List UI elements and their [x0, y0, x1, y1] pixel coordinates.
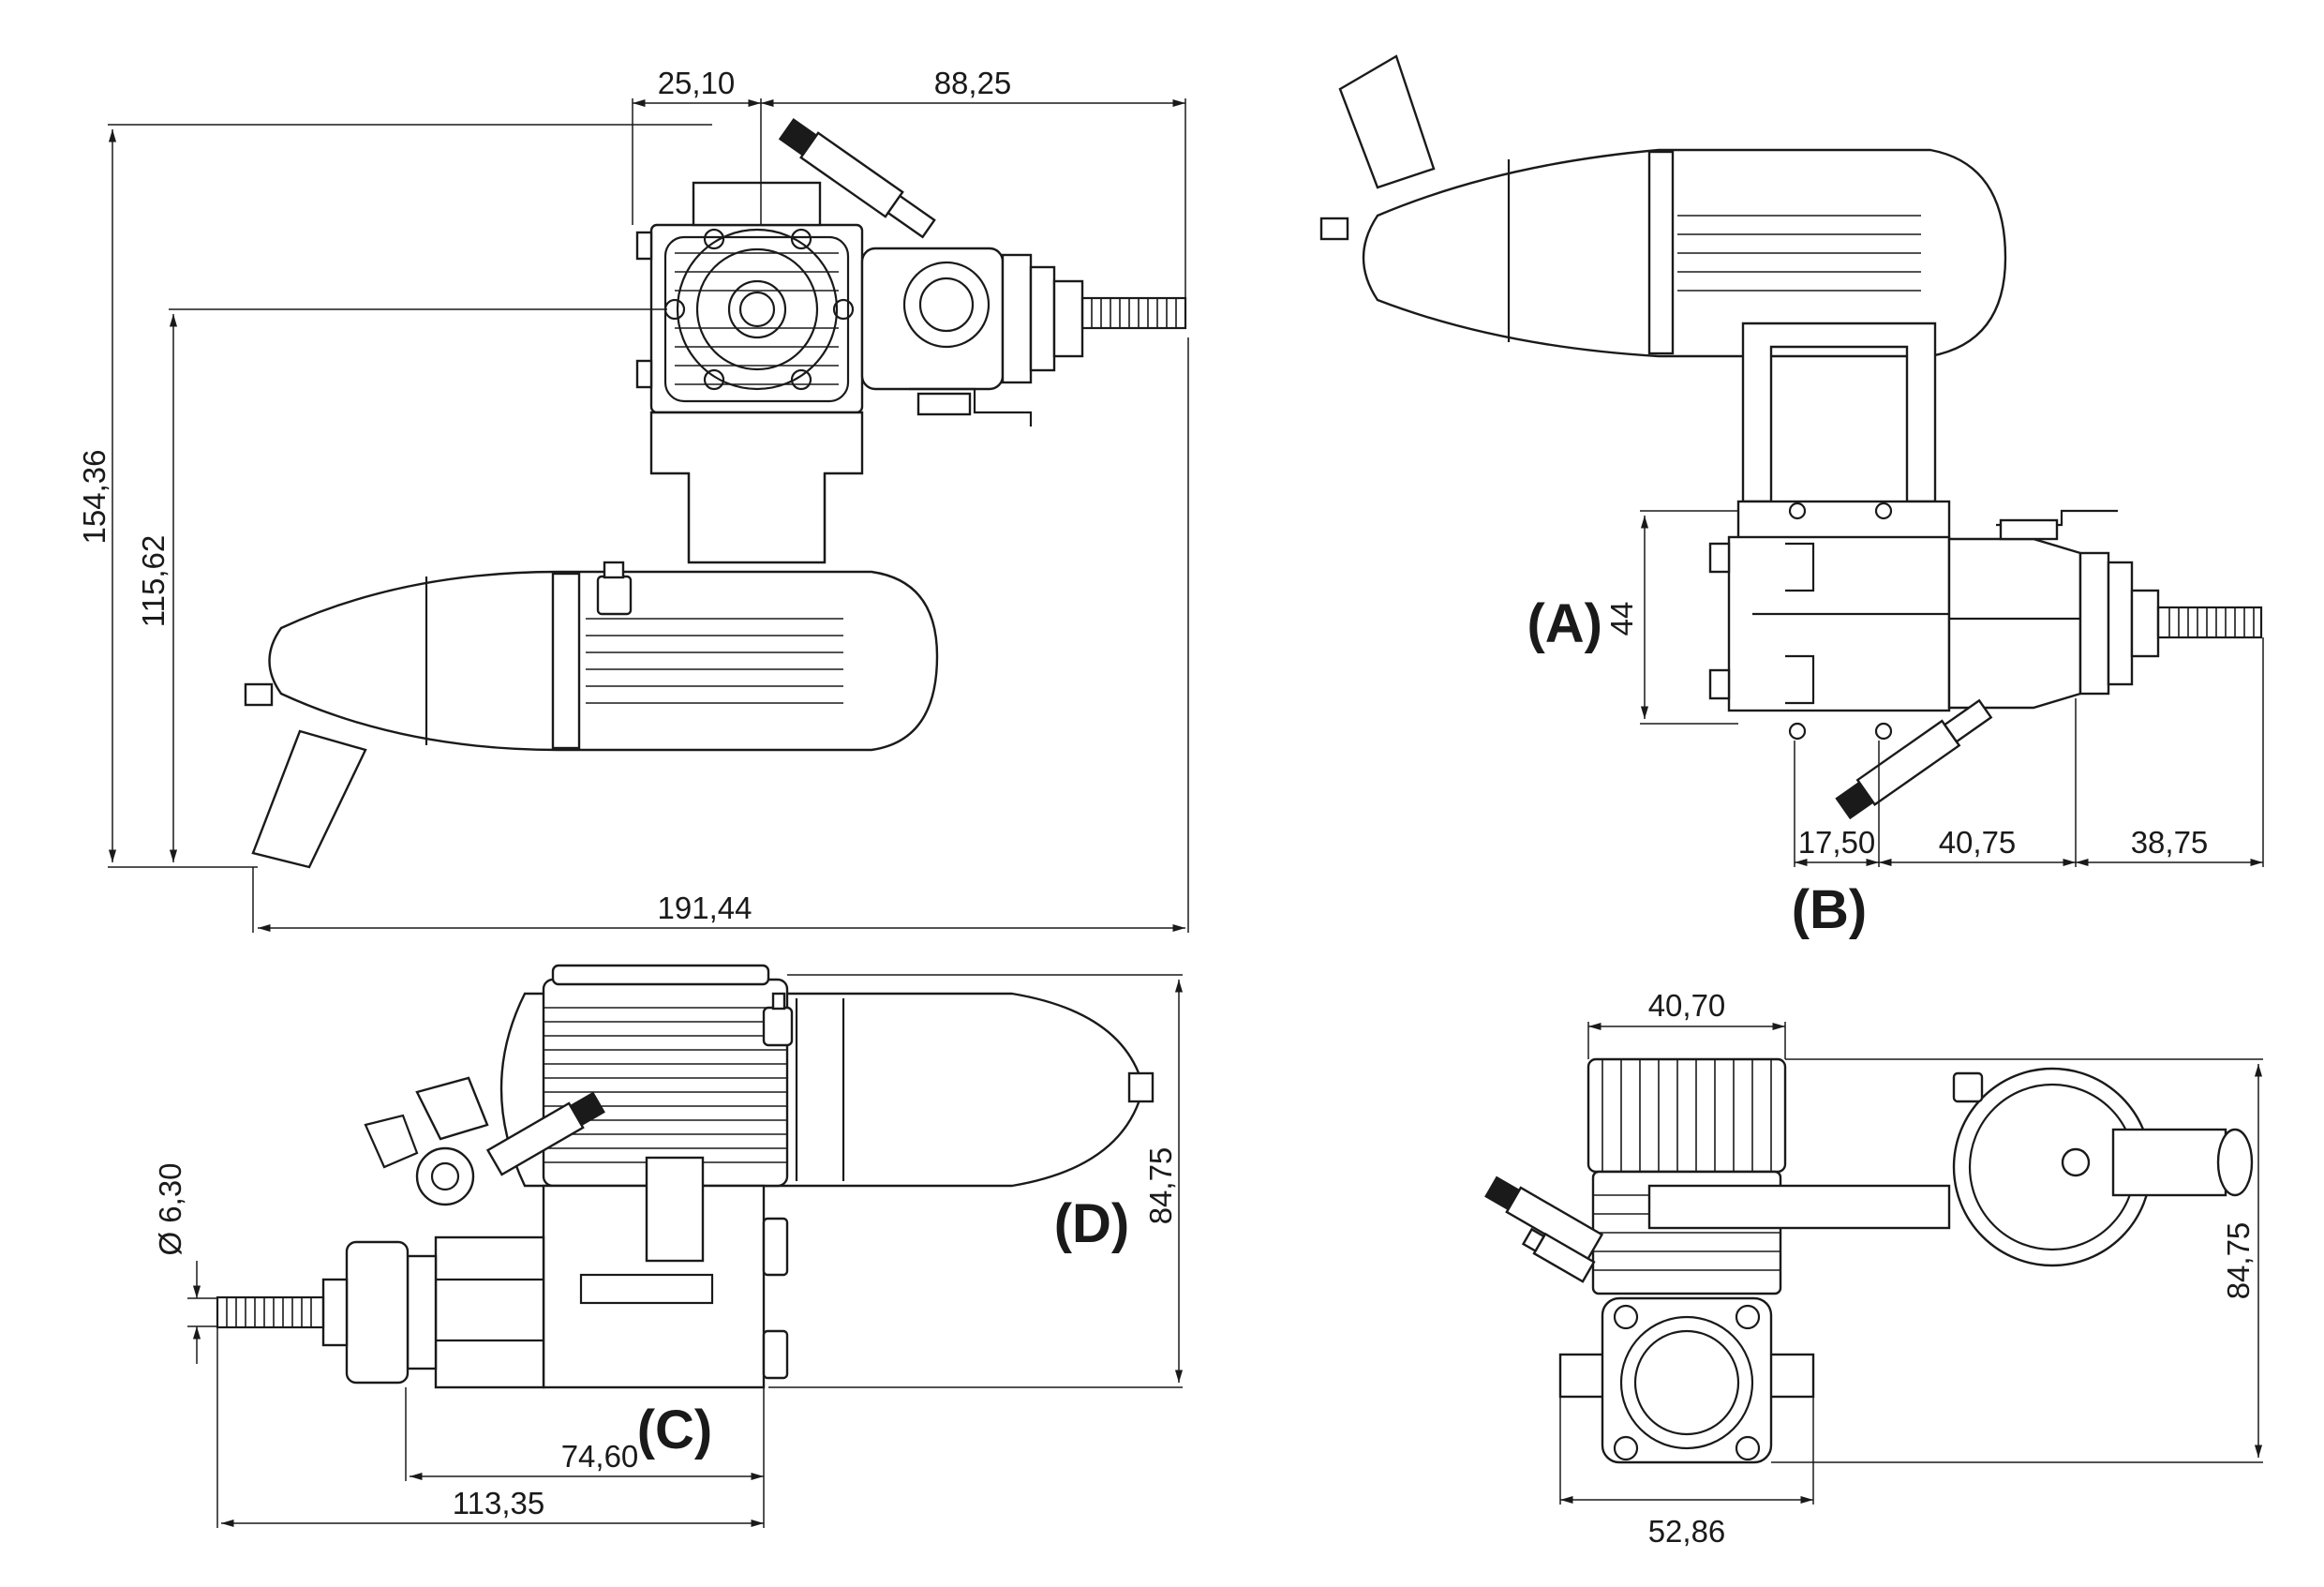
dim-total-height: 154,36	[77, 450, 112, 545]
view-top-plan	[244, 118, 1187, 869]
view-top-dimensions	[108, 98, 1189, 933]
dim-shaft-length: 38,75	[2131, 825, 2209, 860]
view-label-d: (D)	[1054, 1193, 1130, 1254]
view-label-c: (C)	[637, 1400, 713, 1460]
view-label-b: (B)	[1792, 879, 1868, 940]
view-label-a: (A)	[1527, 593, 1602, 654]
dim-height-to-axis: 115,62	[136, 535, 171, 627]
dim-top-to-shaft: 88,25	[934, 66, 1012, 100]
dim-side-length-inner: 74,60	[561, 1439, 639, 1474]
view-c-side	[216, 964, 1155, 1389]
dim-side-length-total: 113,35	[453, 1486, 544, 1520]
dim-shaft-diameter: Ø 6,30	[153, 1162, 187, 1255]
dim-top-cyl-offset: 25,10	[658, 66, 736, 100]
dim-front-base-width: 52,86	[1648, 1514, 1726, 1549]
dim-mount-offset: 17,50	[1798, 825, 1876, 860]
view-c-dimensions	[187, 974, 1184, 1528]
dim-total-length: 191,44	[658, 891, 752, 925]
dim-mount-height: 44	[1604, 602, 1639, 636]
view-d-front	[1484, 1057, 2254, 1464]
view-d-dimensions	[1559, 1022, 2263, 1505]
dim-side-height: 84,75	[1143, 1147, 1178, 1225]
dim-front-height: 84,75	[2221, 1222, 2256, 1300]
view-b-dimensions	[1640, 510, 2264, 867]
view-b	[1319, 54, 2263, 820]
dim-mount-depth: 40,75	[1939, 825, 2017, 860]
dim-front-fin-width: 40,70	[1648, 988, 1726, 1023]
